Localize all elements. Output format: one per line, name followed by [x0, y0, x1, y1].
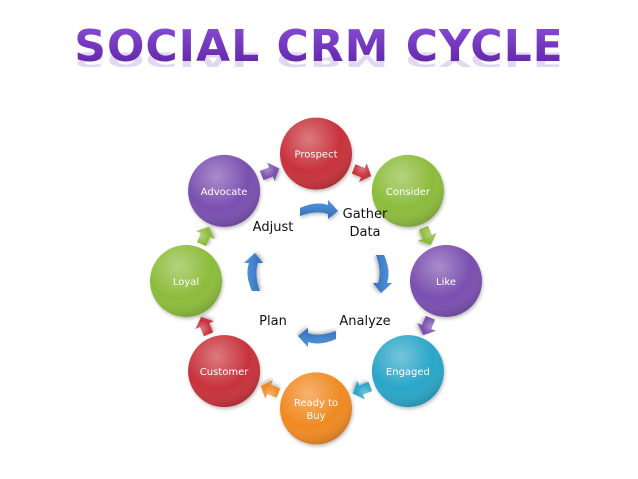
node-ready-to-buy: Ready to Buy [280, 372, 352, 445]
inner-label-adjust: Adjust [253, 220, 294, 235]
inner-arrow-analyze-to-plan [298, 328, 336, 347]
node-label: Engaged [386, 367, 430, 378]
outer-cycle-arrows [195, 162, 437, 400]
node-engaged: Engaged [371, 335, 444, 408]
node-label: Buy [306, 411, 325, 422]
diagram-title: SOCIAL CRM CYCLE [74, 21, 564, 72]
inner-arrow-plan-to-adjust [244, 253, 263, 291]
cycle-arrow-loyal-to-advocate [196, 226, 215, 247]
node-label: Like [436, 277, 456, 288]
cycle-arrow-engaged-to-ready-to-buy [352, 380, 373, 400]
cycle-arrow-ready-to-buy-to-customer [260, 380, 281, 399]
cycle-arrow-advocate-to-prospect [259, 162, 280, 182]
node-prospect: Prospect [280, 117, 352, 190]
inner-arrow-adjust-to-gather [300, 200, 338, 219]
cycle-arrow-customer-to-loyal [195, 316, 214, 337]
node-label: Advocate [201, 187, 248, 198]
inner-label-plan: Plan [259, 314, 287, 329]
node-loyal: Loyal [150, 245, 222, 317]
cycle-arrow-prospect-to-consider [351, 163, 372, 182]
node-like: Like [410, 245, 482, 317]
inner-arrow-gather-to-analyze [373, 255, 392, 293]
node-advocate: Advocate [188, 154, 261, 227]
node-label: Ready to [294, 398, 338, 409]
diagram-title-container: SOCIAL CRM CYCLE [0, 22, 638, 72]
cycle-arrow-like-to-engaged [417, 315, 436, 336]
node-label: Loyal [173, 277, 199, 288]
inner-label-gather-data: Gather [343, 207, 388, 222]
inner-label-gather-data: Data [349, 225, 380, 240]
node-label: Customer [200, 367, 249, 378]
cycle-arrow-consider-to-like [418, 225, 437, 246]
node-customer: Customer [188, 335, 261, 408]
node-label: Consider [386, 187, 431, 198]
node-consider: Consider [371, 154, 444, 227]
node-label: Prospect [295, 150, 338, 161]
inner-label-analyze: Analyze [339, 314, 390, 329]
